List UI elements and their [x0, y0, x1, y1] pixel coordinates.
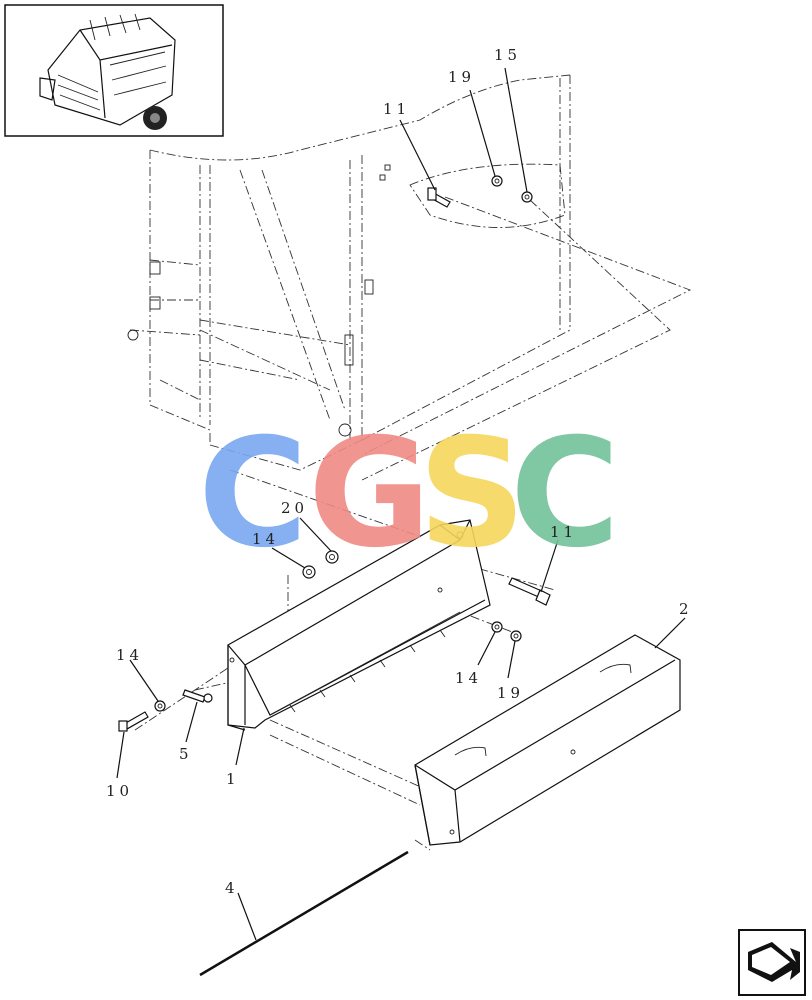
- callout-11-mid: 11: [550, 523, 577, 541]
- watermark: C G S C: [198, 407, 620, 581]
- part-14-washer-left[interactable]: [154, 700, 166, 712]
- callout-11-top: 11: [383, 100, 410, 118]
- part-10-bolt[interactable]: [118, 711, 149, 732]
- callout-19-bottom: 19: [497, 684, 524, 702]
- callout-15: 15: [494, 46, 521, 64]
- callout-2: 2: [679, 600, 693, 618]
- callout-14-right: 14: [455, 669, 482, 687]
- round-baler-thumbnail-icon[interactable]: [4, 4, 224, 137]
- part-1-tray-bracket[interactable]: [227, 519, 491, 731]
- part-19-nut-top[interactable]: [491, 175, 503, 187]
- callout-14-left: 14: [116, 646, 143, 664]
- watermark-letter-2: G: [308, 407, 431, 581]
- callout-20: 20: [281, 499, 308, 517]
- watermark-letter-1: C: [198, 407, 308, 581]
- part-14-washer-right[interactable]: [491, 621, 503, 633]
- part-15-washer[interactable]: [521, 191, 533, 203]
- part-4-rod[interactable]: [199, 850, 409, 977]
- callout-5: 5: [179, 745, 193, 763]
- part-5-pin[interactable]: [182, 689, 213, 703]
- part-11-bolt-mid[interactable]: [508, 577, 551, 606]
- part-2-cover-box[interactable]: [414, 634, 681, 846]
- part-20-nut[interactable]: [325, 550, 339, 564]
- callout-19-top: 19: [448, 68, 475, 86]
- baler-frame-phantom: [127, 74, 692, 851]
- part-14-washer-upper[interactable]: [302, 565, 316, 579]
- leader-lines: [116, 67, 686, 941]
- watermark-letter-3: S: [418, 407, 526, 581]
- callout-1: 1: [226, 770, 240, 788]
- next-page-arrow-icon[interactable]: [738, 929, 806, 996]
- callout-4: 4: [225, 879, 239, 897]
- part-19-nut-bottom[interactable]: [510, 630, 522, 642]
- watermark-letter-4: C: [510, 407, 620, 581]
- callout-10: 10: [106, 782, 133, 800]
- callout-14-upper: 14: [252, 530, 279, 548]
- callout-labels: 11 19 15 20 14 11 2 14 14 19 5 10 1 4: [106, 46, 693, 897]
- part-11-bolt-top[interactable]: [427, 187, 451, 208]
